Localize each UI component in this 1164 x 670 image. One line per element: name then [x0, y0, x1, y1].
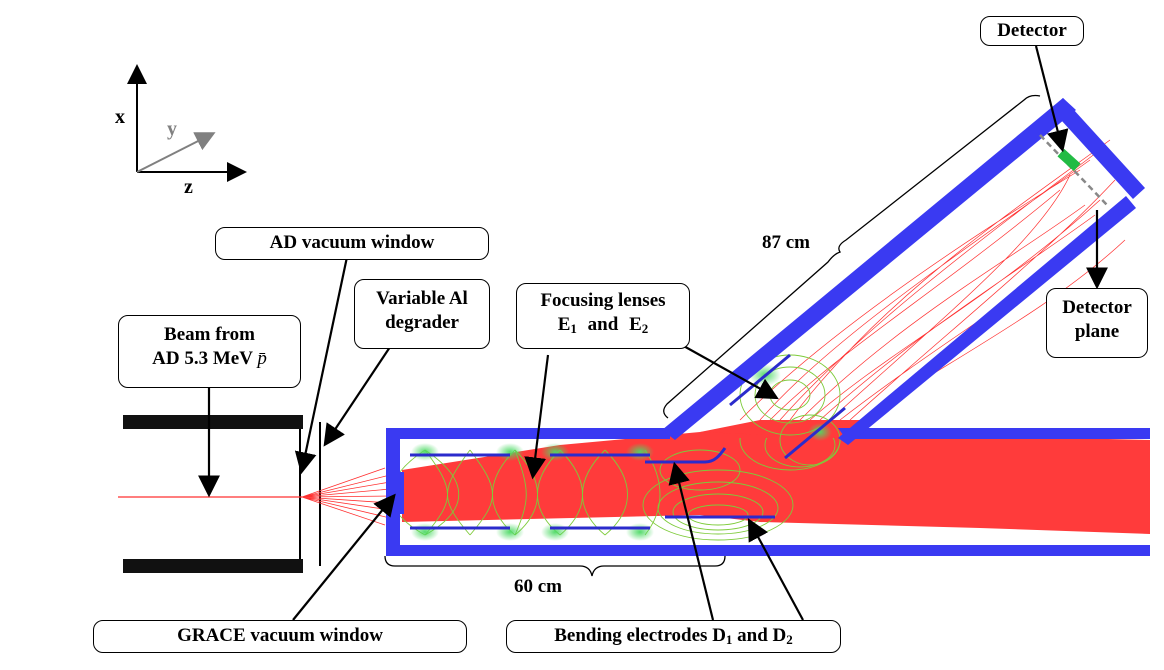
axis-x-label: x — [115, 106, 125, 128]
axis-y-label: y — [167, 118, 177, 140]
focusing-line1: Focusing lenses — [540, 290, 666, 311]
antiproton-symbol: p̄ — [257, 348, 267, 369]
electric-field-lines — [400, 438, 841, 541]
electrodes — [410, 353, 846, 530]
detector-plane-line2: plane — [1074, 321, 1120, 342]
ad-window-label: AD vacuum window — [215, 227, 489, 260]
beam-line2: AD 5.3 MeV — [152, 348, 253, 369]
detector-plane-line1: Detector — [1062, 297, 1132, 318]
detector-label: Detector — [980, 16, 1084, 46]
detector — [1039, 134, 1109, 207]
axis-z-label: z — [184, 176, 193, 198]
focusing-lenses-label: Focusing lenses E1 and E2 — [516, 283, 690, 349]
bending-text: Bending electrodes D — [554, 625, 726, 646]
degrader-line1: Variable Al — [376, 288, 468, 309]
grace-chamber — [386, 98, 1150, 556]
length-60cm-label: 60 cm — [514, 576, 563, 597]
focusing-e1: E — [557, 314, 571, 335]
degrader-line2: degrader — [385, 312, 459, 333]
ad-window-text: AD vacuum window — [269, 232, 435, 253]
coordinate-axes — [127, 64, 247, 182]
focusing-and: and — [587, 314, 619, 335]
focusing-e2: E — [629, 314, 642, 335]
antiproton-beam — [118, 467, 391, 526]
beam-source-label: Beam from AD 5.3 MeV p̄ — [118, 315, 301, 388]
ad-beam-pipe — [123, 415, 321, 573]
grace-window-label: GRACE vacuum window — [93, 620, 467, 653]
bending-electrodes-label: Bending electrodes D1 and D2 — [506, 620, 841, 653]
bending-d2-sub: 2 — [786, 632, 793, 647]
length-87cm-label: 87 cm — [762, 232, 811, 253]
focusing-e2-sub: 2 — [641, 321, 649, 336]
focusing-e1-sub: 1 — [570, 321, 577, 336]
detector-label-text: Detector — [997, 20, 1067, 41]
bending-d1-sub: 1 — [725, 632, 733, 647]
degrader-label: Variable Al degrader — [354, 279, 490, 349]
detector-plane-label: Detector plane — [1046, 288, 1148, 358]
dimension-braces — [384, 94, 1041, 577]
beam-line1: Beam from — [164, 324, 255, 345]
grace-window-text: GRACE vacuum window — [177, 625, 383, 646]
bending-and: and D — [737, 625, 787, 646]
callout-arrows — [198, 45, 1108, 621]
